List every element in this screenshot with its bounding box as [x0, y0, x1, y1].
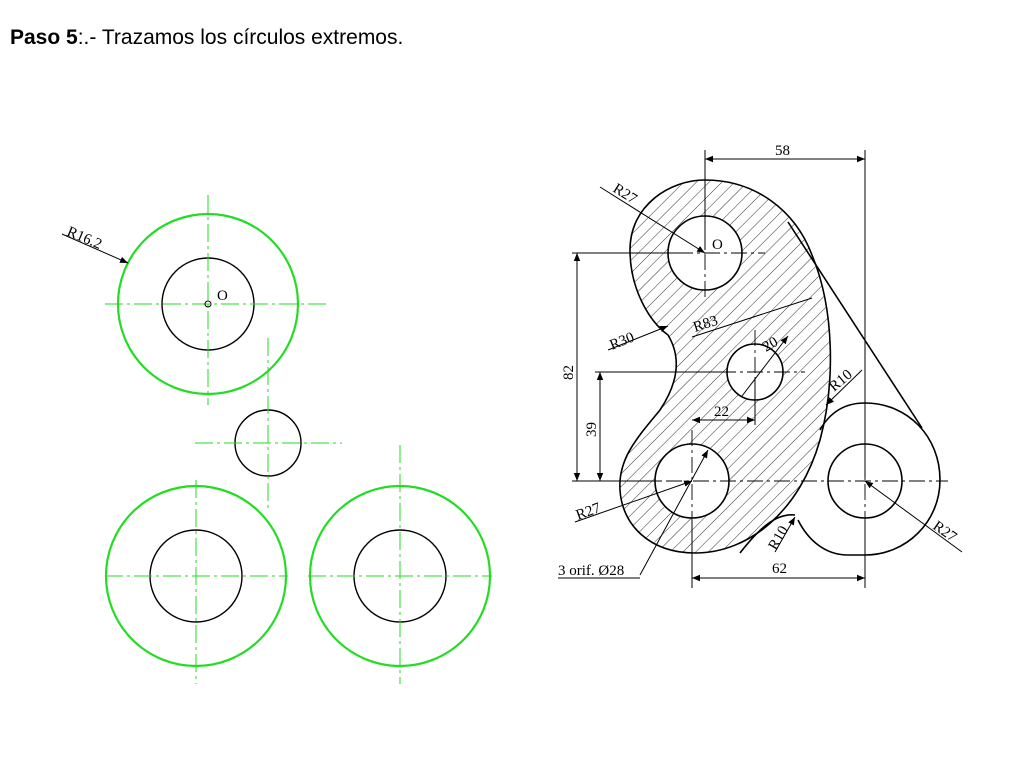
bottom-fillet: [739, 514, 796, 554]
holes-label: 3 orif. Ø28: [558, 563, 624, 579]
left-origin-label: O: [217, 288, 228, 304]
dim-62-label: 62: [772, 561, 787, 577]
origin-point: [204, 300, 212, 308]
r30-label: R30: [608, 330, 637, 354]
step-label: Paso 5: [10, 26, 78, 49]
r16-label: R16.2: [64, 224, 104, 253]
step-separator: :.-: [77, 26, 97, 49]
r27-top-label: R27: [610, 181, 640, 208]
tangent-line: [787, 221, 923, 429]
r27-right-label: R27: [930, 518, 960, 546]
r27-right-leader: [864, 480, 963, 553]
left-construction: O R16.2: [61, 195, 492, 684]
r10-right-leader: [825, 369, 863, 406]
step-description: Trazamos los círculos extremos.: [101, 26, 404, 49]
r27-left-leader: [574, 480, 693, 523]
page-title: Paso 5:.- Trazamos los círculos extremos…: [10, 26, 403, 50]
d20-leader: [741, 335, 789, 397]
dim-39-label: 39: [584, 422, 600, 437]
holes-leader: [639, 449, 709, 576]
right-lobe: [797, 402, 941, 556]
r16-leader: [61, 233, 129, 264]
dim-82-label: 82: [561, 365, 577, 380]
r10-bottom-leader: [774, 516, 796, 553]
dim-58-label: 58: [775, 143, 790, 159]
right-origin-label: O: [712, 237, 723, 253]
r83-leader: [691, 297, 813, 338]
r27-left-label: R27: [574, 500, 603, 524]
d20-label: 20: [760, 334, 781, 355]
dim-22-label: 22: [714, 404, 729, 420]
r30-leader: [607, 325, 669, 351]
r83-label: R83: [691, 313, 720, 336]
r10-bottom-label: R10: [766, 523, 792, 553]
right-finished-part: O 58 R27 R83 R30 82 39 20 22 R10: [558, 143, 963, 588]
r27-top-leader: [599, 186, 706, 254]
